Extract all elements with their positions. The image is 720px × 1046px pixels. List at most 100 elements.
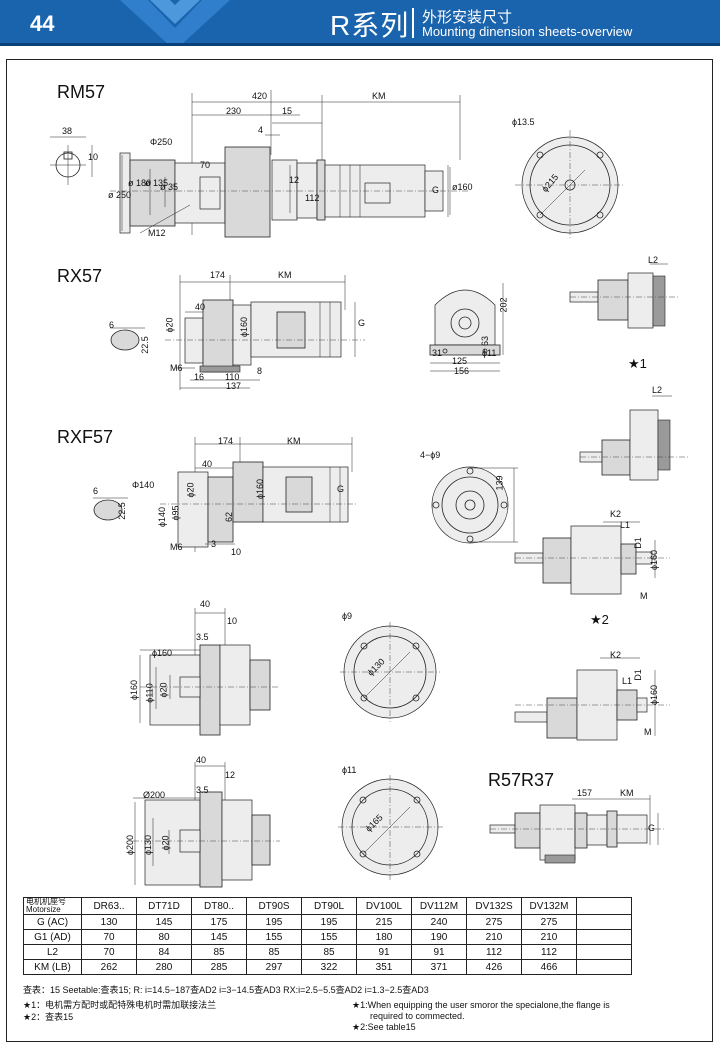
table-row: G (AC) 130 145 175 195 195 215 240 275 2… — [23, 914, 632, 930]
star2-dim-m-a: M — [640, 591, 648, 601]
table-cell: 210 — [521, 929, 577, 945]
flange160-side-drawing — [139, 608, 280, 736]
flange160-front-view — [340, 622, 440, 722]
rxf57-dim-6: 6 — [93, 486, 99, 496]
flange160-dim-10: 10 — [227, 616, 238, 626]
table-col-header: DR63.. — [81, 897, 137, 915]
star2-dim-v160-a: ϕ160 — [649, 549, 660, 571]
rm57-dim-38: 38 — [62, 126, 73, 136]
table-cell: 145 — [191, 929, 247, 945]
rxf57-dim-g: G — [337, 484, 345, 494]
table-cell: 262 — [81, 959, 137, 975]
rxf57-flange-view — [431, 466, 518, 544]
flange160-dim-v110: ϕ110 — [144, 683, 155, 703]
table-empty-cell — [576, 944, 632, 960]
table-col-header: DT90S — [246, 897, 302, 915]
rx57-dim-16: 16 — [194, 372, 205, 382]
rx57-dim-31: 31 — [432, 348, 443, 358]
rm57-dim-v250: ø 250 — [108, 190, 132, 200]
table-col-header: DT71D — [136, 897, 192, 915]
table-cell: 351 — [356, 959, 412, 975]
flange200-dim-40: 40 — [196, 755, 207, 765]
table-empty-cell — [576, 914, 632, 930]
r57r37-dim-km: KM — [620, 788, 634, 798]
rxf57-dim-m6: M6 — [170, 542, 183, 552]
table-cell: 466 — [521, 959, 577, 975]
rm57-dim-4: 4 — [258, 125, 264, 135]
table-cell: 180 — [356, 929, 412, 945]
rm57-dim-112: 112 — [305, 193, 320, 203]
table-row: KM (LB) 262 280 285 297 322 351 371 426 … — [23, 959, 632, 975]
rxf57-dim-139: 139 — [494, 475, 505, 491]
table-cell: 84 — [136, 944, 192, 960]
rm57-dim-v180: ø 180 — [128, 178, 152, 188]
table-row-label: KM (LB) — [23, 959, 82, 975]
table-cell: 240 — [411, 914, 467, 930]
footnote-cn2: ★2：查表15 — [23, 1012, 74, 1022]
rx57-dim-phi11: ϕ11 — [482, 348, 497, 358]
star2-dim-k2-a: K2 — [610, 509, 622, 519]
rm57-dim-420: 420 — [252, 91, 268, 101]
table-empty-cell — [576, 959, 632, 975]
dimension-table: 电机机座号 Motorsize DR63.. DT71D DT80.. DT90… — [23, 897, 632, 975]
table-cell: 112 — [521, 944, 577, 960]
r57r37-dim-g: G — [648, 823, 656, 833]
r57r37-dim-157: 157 — [577, 788, 593, 798]
flange200-dim-phi200: Ø200 — [143, 790, 166, 800]
rxf57-dim-62: 62 — [224, 511, 235, 523]
flange200-dim-phi11: ϕ11 — [342, 765, 357, 775]
rxf57-dim-km: KM — [287, 436, 301, 446]
flange200-dim-v20: ϕ20 — [160, 835, 171, 851]
star2-dim-v160-b: ϕ160 — [649, 684, 660, 706]
flange200-front-view — [338, 775, 443, 880]
table-col-header: DT80.. — [191, 897, 247, 915]
rm57-front-flange — [515, 130, 625, 240]
table-cell: 145 — [136, 914, 192, 930]
table-cell: 195 — [246, 914, 302, 930]
drawing-frame — [6, 59, 713, 1042]
rm57-dim-m12: M12 — [148, 228, 166, 238]
footnote-en1b: required to commected. — [370, 1011, 465, 1021]
table-cell: 130 — [81, 914, 137, 930]
table-cell: 70 — [81, 944, 137, 960]
rm57-dim-v135: ø 135 — [145, 178, 169, 188]
header-stripe — [0, 43, 720, 46]
rm57-dim-v160: ø160 — [452, 182, 473, 192]
star1-dim-l2-b: L2 — [652, 385, 663, 395]
title-cn: 外形安装尺寸 — [422, 9, 513, 26]
flange200-side-drawing — [133, 762, 280, 888]
rxf57-dim-10: 10 — [231, 547, 242, 557]
star1-dim-l2-a: L2 — [648, 255, 659, 265]
star2-dim-d1-a: D1 — [632, 537, 643, 549]
rm57-dim-phi13-5: ϕ13.5 — [512, 117, 535, 127]
rxf57-dim-phi140: Φ140 — [132, 480, 155, 490]
star1-side-drawing-a — [569, 263, 680, 329]
rx57-dim-6: 6 — [109, 320, 115, 330]
flange160-dim-3-5: 3.5 — [196, 632, 209, 642]
footnote-line1: 查表：15 Seetable:查表15; R: i=14.5−187查AD2 i… — [23, 985, 429, 995]
rm57-dim-g: G — [432, 185, 440, 195]
table-cell: 371 — [411, 959, 467, 975]
table-cell: 426 — [466, 959, 522, 975]
table-cell: 155 — [246, 929, 302, 945]
table-cell: 215 — [356, 914, 412, 930]
table-empty-col — [576, 897, 632, 915]
table-cell: 70 — [81, 929, 137, 945]
table-cell: 91 — [356, 944, 412, 960]
rm57-dim-v35: ø 35 — [160, 182, 179, 192]
rm57-dim-70: 70 — [200, 160, 211, 170]
rx57-dim-8: 8 — [257, 366, 263, 376]
rx57-end-view — [429, 283, 504, 372]
rx57-dim-63: 63 — [480, 335, 491, 347]
rm57-dim-230: 230 — [226, 106, 242, 116]
rx57-dim-g: G — [358, 318, 366, 328]
table-cell: 85 — [301, 944, 357, 960]
rxf57-dim-holes: 4−ϕ9 — [420, 450, 441, 460]
rx57-dim-202: 202 — [498, 297, 509, 313]
rx57-dim-156: 156 — [454, 366, 470, 376]
flange160-dim-v160: ϕ160 — [129, 679, 140, 701]
flange200-dim-12: 12 — [225, 770, 236, 780]
page-header: 44 R系列 外形安装尺寸 Mounting dinension sheets-… — [0, 0, 720, 46]
rx57-dim-174: 174 — [210, 270, 226, 280]
rxf57-dim-v160: ϕ160 — [255, 478, 266, 500]
